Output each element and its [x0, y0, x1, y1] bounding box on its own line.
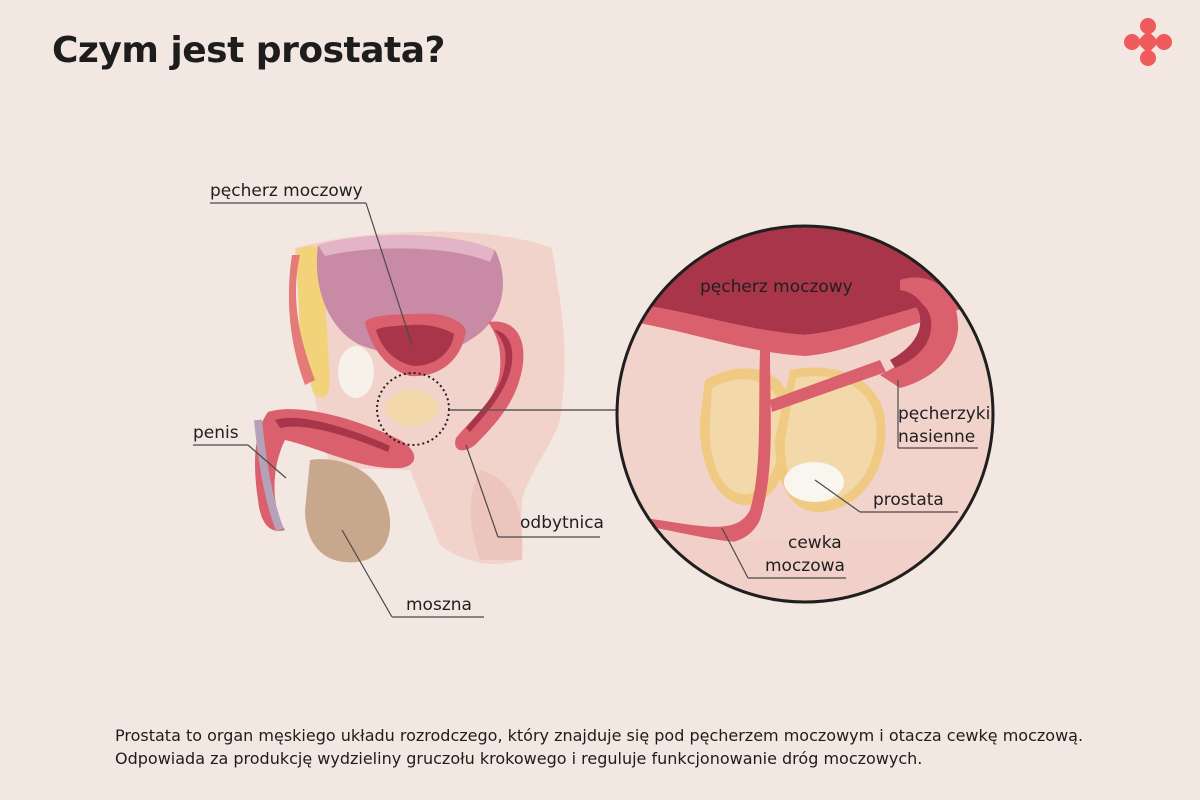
svg-text:nasienne: nasienne: [898, 427, 975, 447]
label-prostate: prostata: [814, 479, 958, 513]
svg-text:cewka: cewka: [788, 533, 842, 553]
label-bladder: pęcherz moczowy: [210, 181, 413, 346]
label-scrotum: moszna: [341, 529, 484, 618]
label-zoom-bladder: pęcherz moczowy: [700, 277, 853, 297]
svg-text:moszna: moszna: [406, 595, 472, 615]
label-urethra: cewka moczowa: [721, 527, 846, 579]
svg-text:odbytnica: odbytnica: [520, 513, 604, 533]
brand-cross-icon: [1124, 18, 1172, 66]
svg-text:penis: penis: [193, 423, 239, 443]
label-penis: penis: [193, 423, 287, 479]
description-text: Prostata to organ męskiego układu rozrod…: [115, 726, 1084, 768]
label-seminal-vesicles: pęcherzyki nasienne: [897, 380, 990, 449]
label-rectum: odbytnica: [465, 444, 604, 538]
page-title: Czym jest prostata?: [52, 30, 445, 71]
svg-text:prostata: prostata: [873, 490, 944, 510]
svg-text:moczowa: moczowa: [765, 556, 845, 576]
pelvis-section: [254, 231, 565, 565]
svg-text:pęcherzyki: pęcherzyki: [898, 404, 990, 424]
svg-text:pęcherz moczowy: pęcherz moczowy: [210, 181, 363, 201]
